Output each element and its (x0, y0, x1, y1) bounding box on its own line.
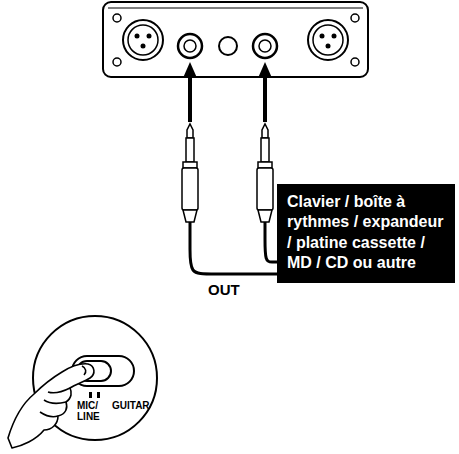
front-panel (103, 2, 368, 77)
device-box: Clavier / boîte à rythmes / expandeur / … (277, 184, 455, 283)
switch-position-label: GUITAR (112, 401, 162, 412)
device-list: Clavier / boîte à rythmes / expandeur / … (287, 192, 447, 274)
jack-inputs (178, 34, 277, 58)
panel-screws (113, 14, 359, 66)
switch-position-label: MIC/ LINE (77, 401, 111, 422)
insert-arrows (183, 62, 272, 122)
jack-plugs (182, 124, 273, 222)
xlr-input-left (123, 20, 163, 60)
port-label: OUT (208, 282, 248, 298)
xlr-input-right (308, 20, 348, 60)
audio-cable (190, 222, 279, 274)
